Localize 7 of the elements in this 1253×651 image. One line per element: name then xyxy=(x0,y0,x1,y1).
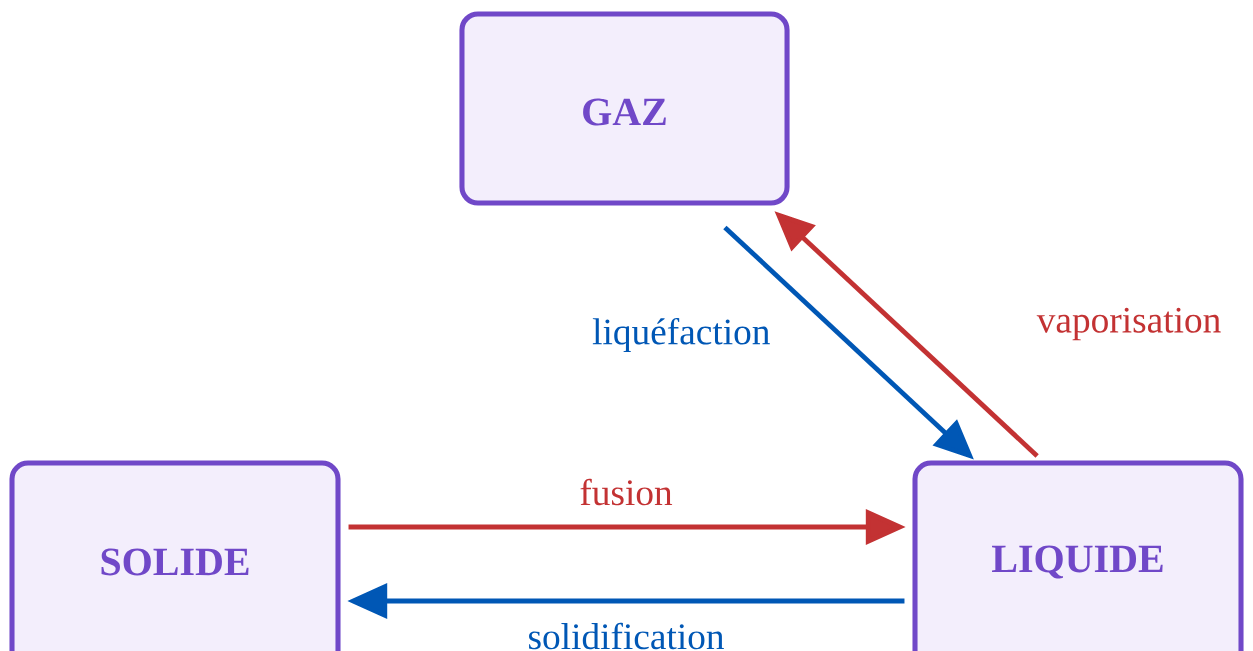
edge-label: vaporisation xyxy=(1035,306,1223,342)
state-box: LIQUIDE xyxy=(912,460,1244,651)
edge-label: liquéfaction xyxy=(590,316,772,354)
state-box: GAZ xyxy=(459,11,790,206)
state-box: SOLIDE xyxy=(9,460,341,651)
edge-label: fusion xyxy=(578,477,674,507)
edge-label: solidification xyxy=(526,621,726,651)
